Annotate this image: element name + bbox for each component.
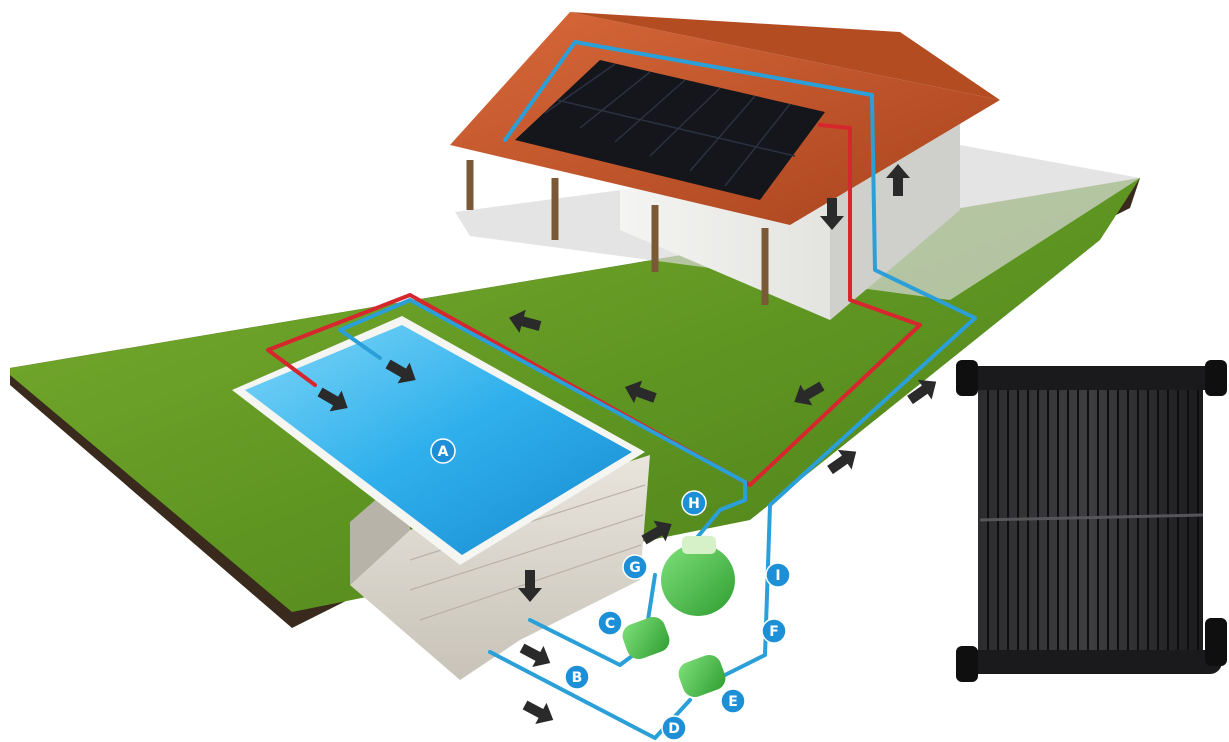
solar-collector-icon [956, 360, 1227, 682]
flow-arrow-icon [518, 570, 542, 602]
flow-arrow-icon [827, 449, 857, 475]
flow-arrow-icon [509, 309, 542, 333]
house [450, 12, 1000, 320]
collector-tubes [987, 385, 1199, 652]
label-G: G [622, 554, 648, 580]
svg-text:B: B [572, 670, 583, 686]
label-E: E [720, 688, 746, 714]
filter-top [682, 536, 716, 554]
hot-water-pipe [266, 123, 922, 487]
flow-arrow-icon [624, 380, 657, 404]
label-H: H [681, 490, 707, 516]
svg-text:I: I [775, 568, 780, 584]
label-C: C [597, 610, 623, 636]
flow-arrow-icon [385, 359, 416, 384]
label-A: A [430, 438, 456, 464]
solar-panel-array [515, 60, 825, 200]
flow-arrow-icon [907, 379, 937, 405]
flow-arrow-icon [317, 387, 348, 412]
svg-text:G: G [629, 560, 641, 576]
svg-text:E: E [728, 694, 738, 710]
collector-header-bottom [960, 650, 1222, 674]
roof-ridge [570, 12, 1000, 100]
pipe-to-valve [488, 650, 692, 740]
label-I: I [765, 562, 791, 588]
flow-arrow-icon [519, 643, 551, 668]
flow-arrow-icon [886, 164, 910, 196]
solar-panel-grid [544, 63, 796, 187]
svg-text:A: A [438, 444, 449, 460]
label-B: B [564, 664, 590, 690]
pipe-pump-filter [646, 573, 657, 622]
flow-arrow-icon [794, 381, 825, 406]
flow-arrow-icon [522, 700, 554, 725]
flow-arrow-icon [641, 520, 672, 545]
component-labels: A B C D E F G H I [430, 438, 791, 741]
label-D: D [661, 715, 687, 741]
pump-icon [622, 616, 670, 660]
equipment [622, 536, 735, 698]
suction-pipe [338, 298, 747, 572]
flow-arrows [317, 164, 937, 725]
svg-text:D: D [668, 721, 680, 737]
collector-spacer [979, 513, 1204, 522]
filter-icon [661, 544, 735, 616]
valve-icon [678, 654, 726, 698]
flow-arrow-icon [820, 198, 844, 230]
pool-side-front [350, 455, 650, 680]
svg-text:F: F [769, 624, 779, 640]
svg-text:C: C [605, 616, 615, 632]
label-F: F [761, 618, 787, 644]
svg-text:H: H [688, 496, 700, 512]
collector-header-top [960, 366, 1222, 390]
